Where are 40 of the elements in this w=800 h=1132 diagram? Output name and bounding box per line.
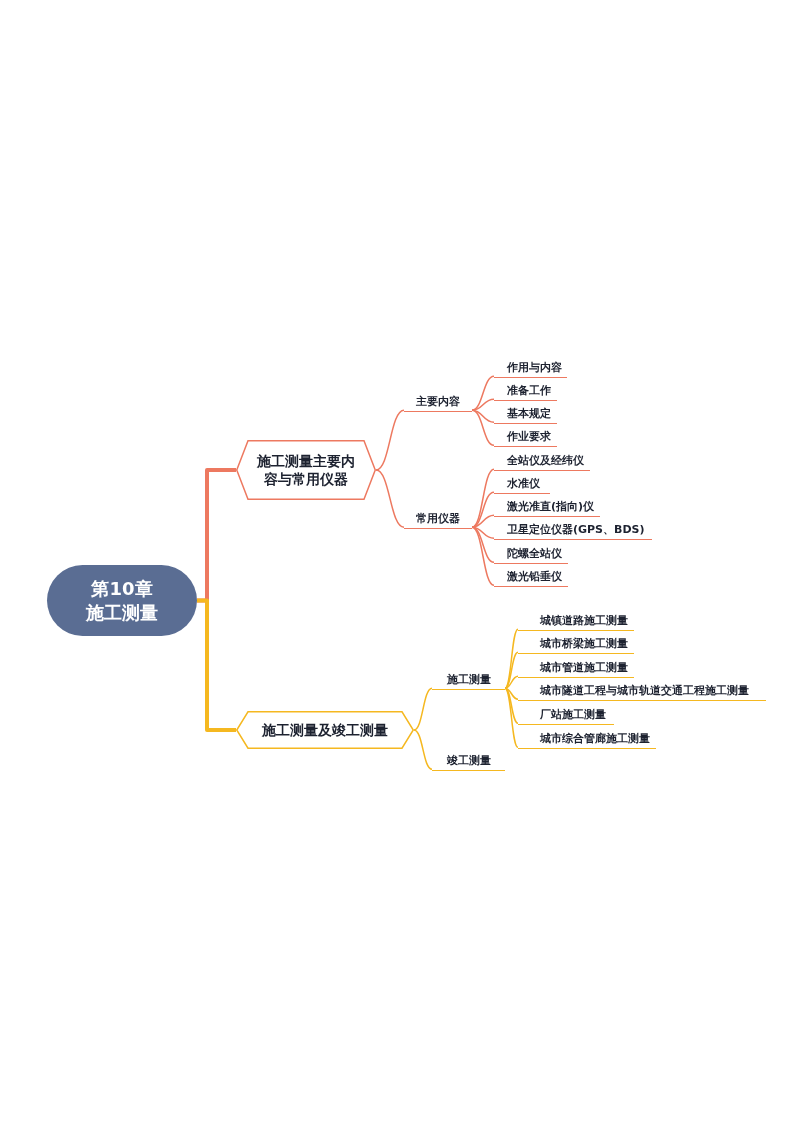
branch-line: [471, 526, 495, 563]
subtopic-label: 卫星定位仪器(GPS、BDS): [494, 522, 652, 540]
branch-line: [471, 398, 495, 411]
subtopic-label: 准备工作: [494, 383, 557, 401]
branch-line: [504, 687, 519, 748]
subtopic-label: 施工测量: [432, 672, 505, 690]
branch-line: [504, 675, 519, 689]
subtopic-label: 作业要求: [494, 429, 557, 447]
branch-line: [504, 651, 519, 689]
branch-line: [504, 687, 519, 724]
subtopic-label: 主要内容: [404, 394, 472, 412]
subtopic-label: 城市桥梁施工测量: [518, 636, 634, 654]
subtopic-label: 城市隧道工程与城市轨道交通工程施工测量: [518, 683, 766, 701]
subtopic-label: 激光铅垂仪: [494, 569, 568, 587]
branch-line: [504, 687, 519, 700]
branch-line: [504, 628, 519, 689]
subtopic-label: 厂站施工测量: [518, 707, 614, 725]
subtopic-label: 全站仪及经纬仪: [494, 453, 590, 471]
subtopic-label: 激光准直(指向)仪: [494, 499, 600, 517]
branch-line: [413, 687, 433, 731]
subtopic-label: 陀螺全站仪: [494, 546, 568, 564]
branch-line: [197, 598, 236, 732]
topic-text: 施工测量主要内容与常用仪器: [256, 452, 356, 488]
branch-line: [375, 409, 405, 471]
subtopic-label: 城市管道施工测量: [518, 660, 634, 678]
topic-title: 施工测量: [86, 600, 158, 625]
topic-text: 施工测量及竣工测量: [261, 721, 389, 739]
subtopic-label: 常用仪器: [404, 511, 472, 529]
subtopic-label: 城镇道路施工测量: [518, 613, 634, 631]
topic-title: 第10章: [91, 576, 153, 601]
subtopic-label: 作用与内容: [494, 360, 567, 378]
subtopic-label: 城市综合管廊施工测量: [518, 731, 656, 749]
subtopic-label: 竣工测量: [432, 753, 505, 771]
branch-line: [471, 409, 495, 446]
subtopic-label: 水准仪: [494, 476, 550, 494]
branch-line: [471, 526, 495, 586]
branch-line: [375, 469, 405, 528]
branch-line: [471, 468, 495, 528]
branch-line: [413, 729, 433, 770]
subtopic-label: 基本规定: [494, 406, 557, 424]
